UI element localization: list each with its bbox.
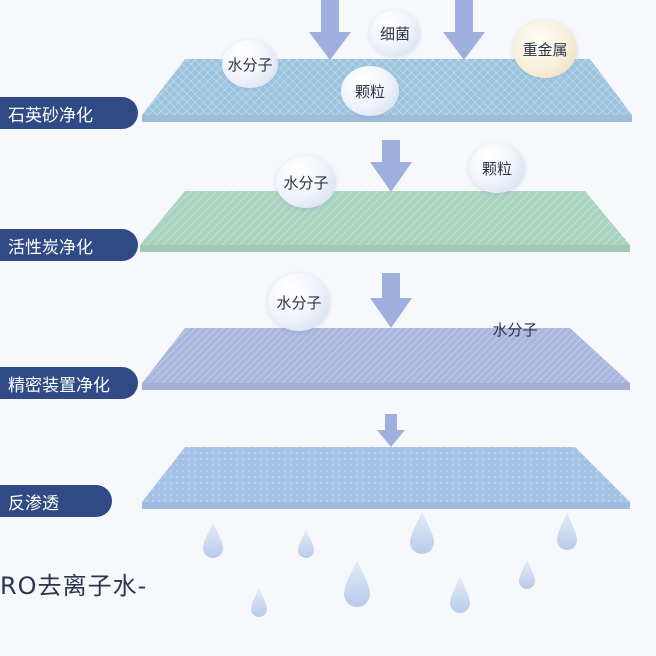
- down-arrow-icon: [370, 140, 412, 192]
- water-drop-icon: [203, 523, 223, 558]
- heavy-metal-bubble: 重金属: [513, 20, 577, 78]
- down-arrow-icon: [377, 414, 405, 447]
- water-drop-icon: [519, 560, 535, 589]
- water-drops: [203, 512, 577, 617]
- down-arrow-icon: [443, 0, 485, 60]
- water-molecule-bubble: 水分子: [276, 156, 336, 208]
- down-arrow-icon: [309, 0, 351, 60]
- water-drop-icon: [344, 560, 370, 607]
- water-drop-icon: [410, 512, 434, 554]
- layer-precision-device: [142, 328, 630, 390]
- water-molecule-bubble: 水分子: [268, 273, 330, 331]
- bacteria-bubble: 细菌: [370, 10, 420, 56]
- particle-bubble: 颗粒: [469, 143, 525, 193]
- layer-activated-carbon: [140, 191, 630, 252]
- water-drop-icon: [298, 530, 314, 558]
- stage-label-precision-device: 精密装置净化: [0, 367, 138, 399]
- layer-reverse-osmosis: [142, 447, 630, 509]
- stage-label-reverse-osmosis: 反渗透: [0, 485, 112, 517]
- water-drop-icon: [557, 513, 577, 550]
- water-molecule-label: 水分子: [492, 320, 538, 339]
- ro-caption: RO去离子水-: [0, 572, 148, 600]
- water-molecule-bubble: 水分子: [222, 40, 278, 88]
- stage-label-quartz-sand: 石英砂净化: [0, 97, 138, 129]
- particle-bubble: 颗粒: [341, 66, 399, 116]
- stage-label-activated-carbon: 活性炭净化: [0, 229, 138, 261]
- water-drop-icon: [450, 577, 470, 613]
- water-drop-icon: [251, 588, 267, 617]
- flow-arrows: [309, 0, 485, 447]
- down-arrow-icon: [370, 273, 412, 328]
